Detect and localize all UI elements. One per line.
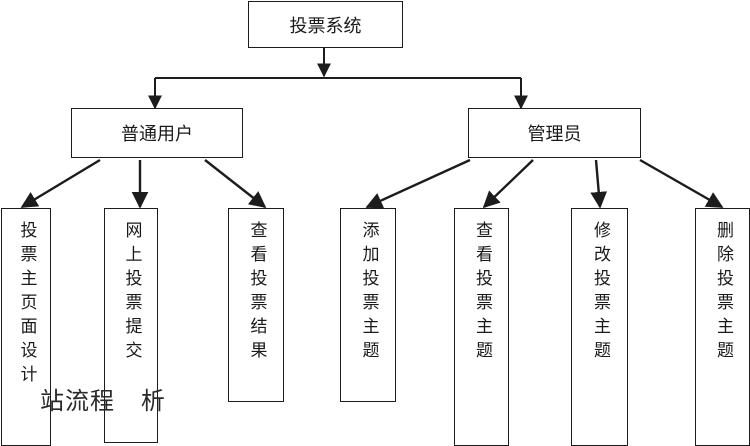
leaf-node-modify-vote-topic: 修改投票主题: [571, 208, 628, 446]
leaf-node-label: 删除投票主题: [713, 221, 733, 365]
leaf-node-view-vote-results: 查看投票结果: [228, 208, 284, 402]
admin-to-child-2-arrow: [482, 159, 534, 209]
leaf-node-online-vote-submit: 网上投票提交: [104, 208, 158, 443]
group-node-label: 普通用户: [121, 124, 193, 145]
root-node: 投票系统: [248, 1, 403, 48]
group-node-regular-user: 普通用户: [71, 108, 243, 158]
root-node-label: 投票系统: [289, 15, 362, 37]
admin-to-child-1-arrow: [365, 158, 471, 209]
leaf-node-label: 投票主页面设计: [16, 221, 37, 389]
leaf-node-label: 查看投票主题: [472, 221, 492, 365]
admin-to-child-3-arrow: [590, 159, 608, 209]
leaf-node-label: 查看投票结果: [246, 221, 267, 365]
group-node-admin: 管理员: [468, 108, 641, 158]
group-node-label: 管理员: [527, 124, 582, 145]
user-to-child-3-arrow: [204, 159, 267, 209]
leaf-node-vote-homepage-design: 投票主页面设计: [1, 208, 51, 446]
user-to-child-1-arrow: [20, 158, 101, 209]
overlay-caption-text: 站流程 析: [40, 387, 166, 415]
leaf-node-view-vote-topic: 查看投票主题: [454, 208, 509, 446]
leaf-node-label: 添加投票主题: [358, 221, 379, 365]
leaf-node-add-vote-topic: 添加投票主题: [340, 208, 396, 402]
leaf-node-label: 修改投票主题: [590, 221, 610, 365]
leaf-node-delete-vote-topic: 删除投票主题: [695, 208, 750, 446]
admin-to-child-4-arrow: [639, 158, 724, 209]
leaf-node-label: 网上投票提交: [121, 221, 142, 365]
